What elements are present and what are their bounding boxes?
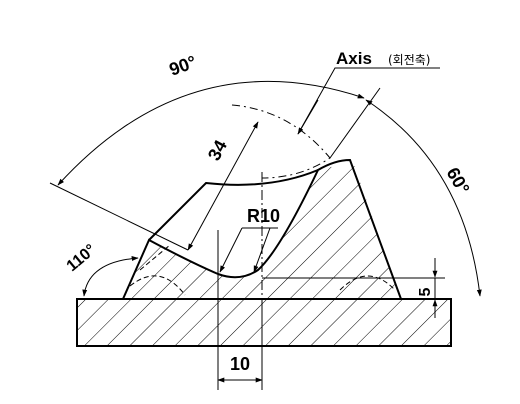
axis-subtitle: (회전축) xyxy=(388,53,430,67)
angle-90-label: 90° xyxy=(167,52,199,80)
length-34-label: 34 xyxy=(204,137,231,164)
dimension-arcs xyxy=(57,81,482,297)
height-5-label: 5 xyxy=(417,287,434,296)
radius-label: R10 xyxy=(247,206,280,226)
axis-label: Axis xyxy=(336,49,372,68)
axis-leader-arrow xyxy=(297,99,319,135)
angle-60-label: 60° xyxy=(443,164,474,198)
width-10-label: 10 xyxy=(230,354,250,374)
angle-110-label: 110° xyxy=(64,241,100,275)
base-plate xyxy=(76,298,452,347)
dimension-lines xyxy=(187,67,440,383)
